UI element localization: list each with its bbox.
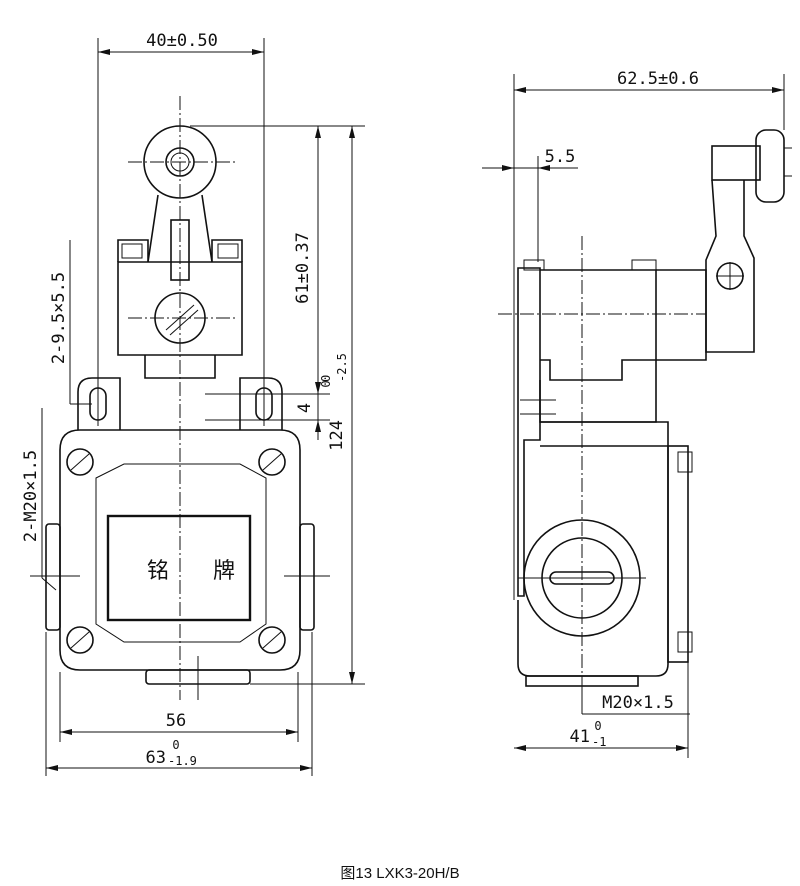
dim-width-63-tol-lower: -1.9	[168, 754, 197, 768]
dim-side-thread: M20×1.5	[602, 693, 674, 713]
roller-hub-inner	[170, 152, 190, 172]
screw-bottom-left	[66, 626, 94, 654]
side-cover-edge	[667, 445, 689, 663]
head-screw-right	[217, 243, 239, 259]
dim-4: 4	[295, 403, 315, 413]
screw-bottom-right	[258, 626, 286, 654]
dim-side-width: 62.5±0.6	[617, 69, 699, 89]
nameplate-char-2: 牌	[213, 559, 235, 584]
head-neck	[144, 355, 216, 379]
side-lever	[705, 179, 755, 353]
side-head-housing	[540, 269, 657, 381]
figure-caption: 图13 LXK3-20H/B	[340, 865, 459, 882]
side-top-screw-left	[523, 259, 545, 271]
dim-side-41: 41	[570, 727, 590, 747]
side-head-boss	[656, 269, 707, 361]
dim-holes: 2-9.5×5.5	[49, 272, 69, 364]
dim-side-41-tol-lower: -1	[592, 735, 606, 749]
shaft-slot-line-2	[169, 309, 199, 336]
nameplate	[106, 514, 252, 622]
side-back-plate	[517, 267, 541, 597]
dim-height-124-tol-lower: -2.5	[335, 353, 349, 382]
side-view: 62.5±0.6 5.5 M20×1.5 41 0 -1	[482, 69, 792, 758]
side-main-body	[517, 421, 669, 677]
dim-side-5-5: 5.5	[545, 147, 576, 167]
head-housing	[117, 261, 243, 356]
dim-thread-front: 2-M20×1.5	[21, 450, 41, 542]
cover-screws	[66, 448, 286, 654]
dim-height-61: 61±0.37	[293, 232, 313, 304]
side-top-screw-right	[631, 259, 657, 271]
dim-4-tol: 0	[319, 380, 333, 387]
lever-slot	[170, 219, 190, 281]
cover-plate	[95, 463, 267, 643]
port-right	[299, 523, 315, 631]
mounting-ear-right	[239, 377, 283, 430]
head-shaft-circle	[154, 292, 206, 344]
dim-width-56: 56	[166, 711, 186, 731]
mounting-ear-left	[77, 377, 121, 430]
dim-side-41-tol-upper: 0	[594, 719, 601, 733]
side-head-lower	[539, 360, 657, 423]
dim-height-124: 124	[327, 420, 347, 451]
front-view: 铭 牌 40±0.50	[21, 31, 365, 776]
dim-width-63-tol-upper: 0	[172, 738, 179, 752]
screw-top-right	[258, 448, 286, 476]
side-roller-axle-block	[711, 145, 761, 181]
side-roller	[755, 129, 785, 203]
lever-arm	[147, 194, 213, 263]
screw-top-left	[66, 448, 94, 476]
main-body	[59, 429, 301, 671]
roller-hub	[165, 147, 195, 177]
dim-width-63: 63	[146, 748, 166, 768]
shaft-slot-line-1	[165, 304, 195, 331]
head-screw-left	[121, 243, 143, 259]
dim-height-124-tol-upper: 0	[319, 375, 333, 382]
nameplate-char-1: 铭	[147, 559, 169, 584]
head-top-tabs	[117, 239, 243, 262]
roller-outer	[143, 125, 217, 199]
port-left	[45, 523, 61, 631]
dim-width-40: 40±0.50	[146, 31, 218, 51]
